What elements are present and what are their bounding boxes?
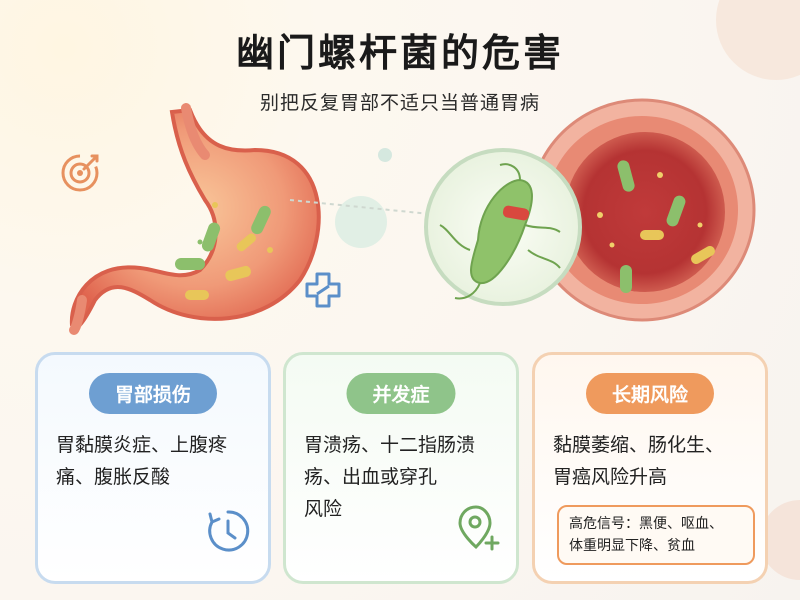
card-text-line: 痛、腹胀反酸 xyxy=(56,466,171,488)
clock-arrow-icon xyxy=(208,510,250,552)
card-text-line: 黏膜萎缩、肠化生、 xyxy=(553,434,725,456)
card-text-line: 胃癌风险升高 xyxy=(553,466,668,488)
medical-cross-icon xyxy=(305,272,341,308)
card-text-line: 胃黏膜炎症、上腹疼 xyxy=(56,434,228,456)
card-text: 胃溃疡、十二指肠溃 疡、出血或穿孔 风险 xyxy=(304,429,502,525)
card-stomach-damage: 胃部损伤 胃黏膜炎症、上腹疼 痛、腹胀反酸 xyxy=(35,352,271,584)
note-line: 高危信号：黑便、呕血、 xyxy=(569,516,723,532)
card-label: 长期风险 xyxy=(585,373,715,414)
card-complications: 并发症 胃溃疡、十二指肠溃 疡、出血或穿孔 风险 xyxy=(283,352,519,584)
page-title: 幽门螺杆菌的危害 xyxy=(235,31,564,75)
card-label: 并发症 xyxy=(346,373,456,414)
card-text-line: 疡、出血或穿孔 xyxy=(304,466,438,488)
card-label: 胃部损伤 xyxy=(88,373,218,414)
card-text-line: 风险 xyxy=(304,498,343,520)
bg-blob-center xyxy=(335,196,387,248)
card-text-line: 胃溃疡、十二指肠溃 xyxy=(304,434,476,456)
tissue-cross-section xyxy=(528,98,756,322)
high-risk-signal-note: 高危信号：黑便、呕血、 体重明显下降、贫血 xyxy=(557,505,755,565)
target-icon xyxy=(61,154,99,192)
note-line: 体重明显下降、贫血 xyxy=(569,538,695,554)
bg-blob-dot xyxy=(378,148,392,162)
stomach-illustration xyxy=(69,103,321,335)
magnified-bacterium xyxy=(424,148,582,306)
card-text: 胃黏膜炎症、上腹疼 痛、腹胀反酸 xyxy=(56,429,254,493)
location-plus-icon xyxy=(458,505,500,551)
page-subtitle: 别把反复胃部不适只当普通胃病 xyxy=(259,92,540,114)
card-long-term-risk: 长期风险 黏膜萎缩、肠化生、 胃癌风险升高 高危信号：黑便、呕血、 体重明显下降… xyxy=(532,352,768,584)
card-text: 黏膜萎缩、肠化生、 胃癌风险升高 xyxy=(553,429,751,493)
